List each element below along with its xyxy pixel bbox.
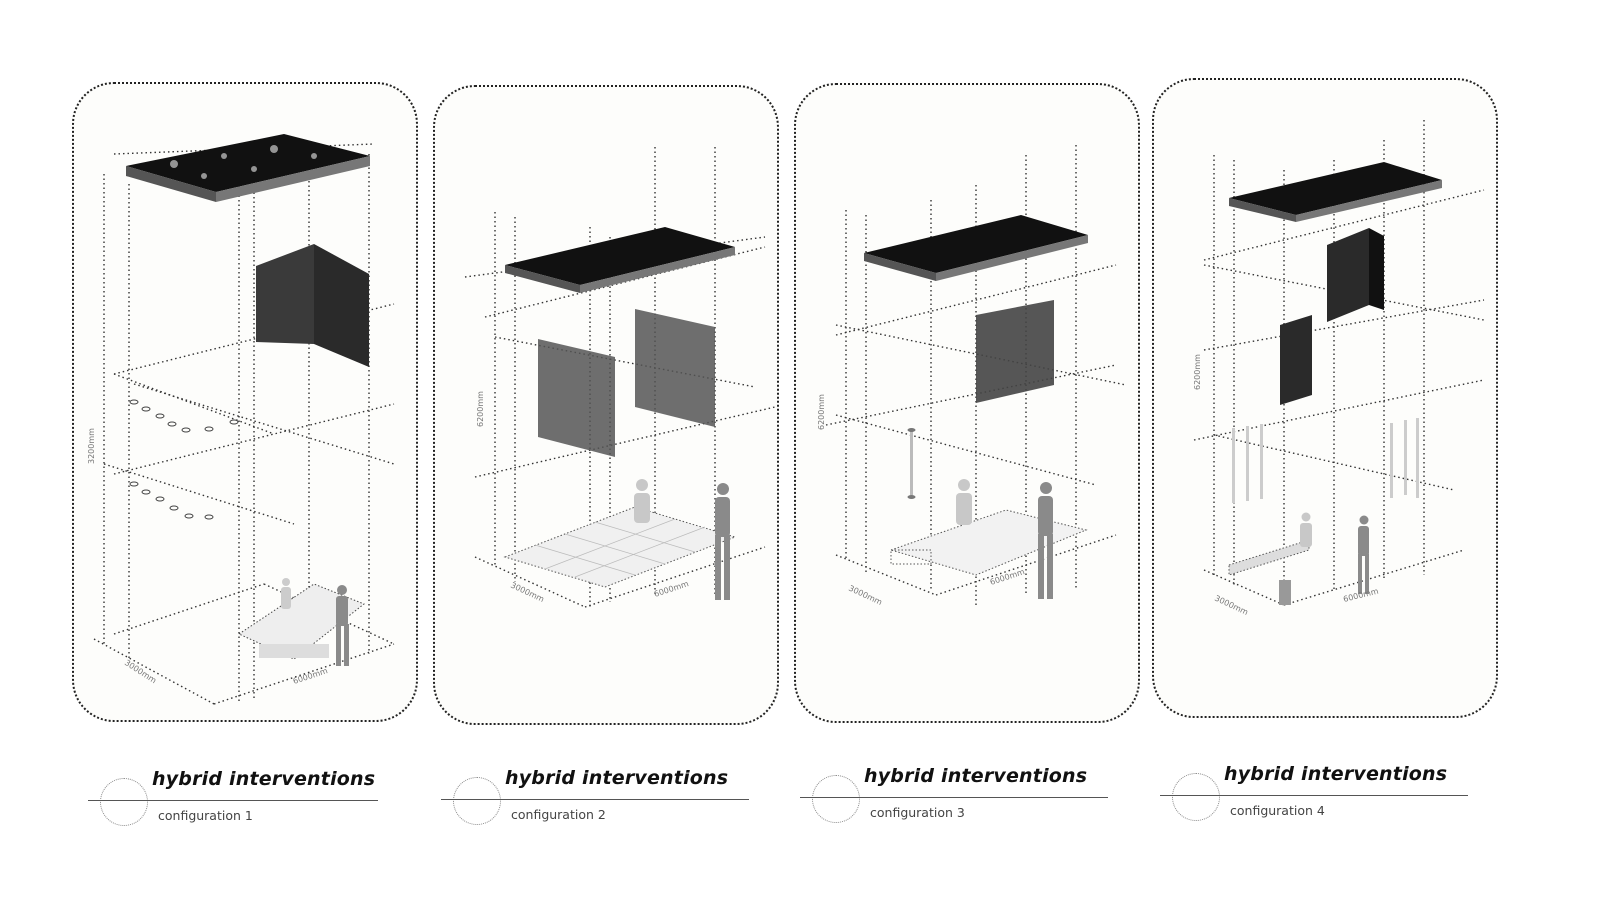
isometric-diagram-4: 6200mm 3000mm 6000mm — [1193, 120, 1485, 617]
dimension-width-1: 6000mm — [292, 666, 329, 686]
caption-subtitle: configuration 3 — [870, 805, 965, 820]
dimension-width-3: 6000mm — [989, 567, 1026, 587]
pendant-light-3 — [907, 428, 916, 499]
caption-4: hybrid interventions configuration 4 — [1160, 753, 1500, 823]
hanging-light-strings-4 — [1232, 418, 1419, 503]
dimension-height-4: 6200mm — [1193, 354, 1202, 390]
diagram-panel-1: 3200mm 3000mm 6000mm — [72, 82, 418, 722]
perforated-screen-2a — [538, 339, 615, 457]
person-figure-4 — [1358, 515, 1369, 594]
dimension-depth-3: 3000mm — [847, 584, 884, 607]
dimension-height-3: 6200mm — [817, 394, 826, 430]
dimension-height-2: 6200mm — [476, 391, 485, 427]
person-figure-background-2 — [634, 479, 650, 523]
person-figure-2 — [715, 483, 730, 600]
diagram-panel-2: 6200mm 3000mm 6000mm — [433, 85, 779, 725]
isometric-diagram-1: 3200mm 3000mm 6000mm — [87, 134, 395, 705]
frame-table-3 — [889, 509, 1088, 576]
isometric-diagram-2: 6200mm 3000mm 6000mm — [464, 147, 776, 608]
caption-circle-icon — [812, 775, 860, 823]
caption-circle-icon — [100, 778, 148, 826]
person-figure-background-4 — [1300, 512, 1312, 547]
planter-roof-4 — [1229, 162, 1442, 222]
dimension-depth-1: 3000mm — [123, 658, 158, 685]
perforated-screen-3 — [976, 300, 1054, 403]
caption-circle-icon — [453, 777, 501, 825]
caption-rule — [441, 799, 749, 800]
perforated-panel-4 — [1280, 315, 1312, 405]
caption-title: hybrid interventions — [505, 767, 729, 789]
caption-rule — [800, 797, 1108, 798]
hanging-ring-lights-1 — [129, 399, 239, 520]
planter-roof-1 — [126, 134, 370, 202]
diagram-panel-3: 6200mm 3000mm 6000mm — [794, 83, 1140, 723]
caption-3: hybrid interventions configuration 3 — [800, 755, 1140, 825]
caption-subtitle: configuration 2 — [511, 807, 606, 822]
caption-title: hybrid interventions — [864, 765, 1088, 787]
perforated-screen-1 — [256, 244, 369, 367]
caption-title: hybrid interventions — [152, 768, 376, 790]
diagram-panel-4: 6200mm 3000mm 6000mm — [1152, 78, 1498, 718]
dimension-depth-4: 3000mm — [1213, 594, 1250, 617]
isometric-diagram-3: 6200mm 3000mm 6000mm — [817, 145, 1127, 607]
caption-circle-icon — [1172, 773, 1220, 821]
grid-table-2 — [503, 506, 737, 588]
caption-1: hybrid interventions configuration 1 — [88, 758, 428, 828]
person-figure-3 — [1038, 482, 1053, 599]
dimension-height-1: 3200mm — [87, 428, 96, 464]
perforated-corner-screen-4 — [1327, 228, 1384, 322]
planter-roof-2 — [505, 227, 735, 293]
person-figure-1 — [336, 585, 349, 666]
perforated-screen-2b — [635, 309, 715, 427]
dimension-depth-2: 3000mm — [509, 581, 546, 604]
caption-subtitle: configuration 4 — [1230, 803, 1325, 818]
caption-subtitle: configuration 1 — [158, 808, 253, 823]
person-figure-seated-1 — [281, 578, 291, 609]
person-figure-background-3 — [956, 479, 972, 525]
caption-title: hybrid interventions — [1224, 763, 1448, 785]
caption-rule — [88, 800, 378, 801]
planter-roof-3 — [864, 215, 1088, 281]
caption-rule — [1160, 795, 1468, 796]
caption-2: hybrid interventions configuration 2 — [441, 757, 781, 827]
bench-4 — [1228, 539, 1310, 605]
